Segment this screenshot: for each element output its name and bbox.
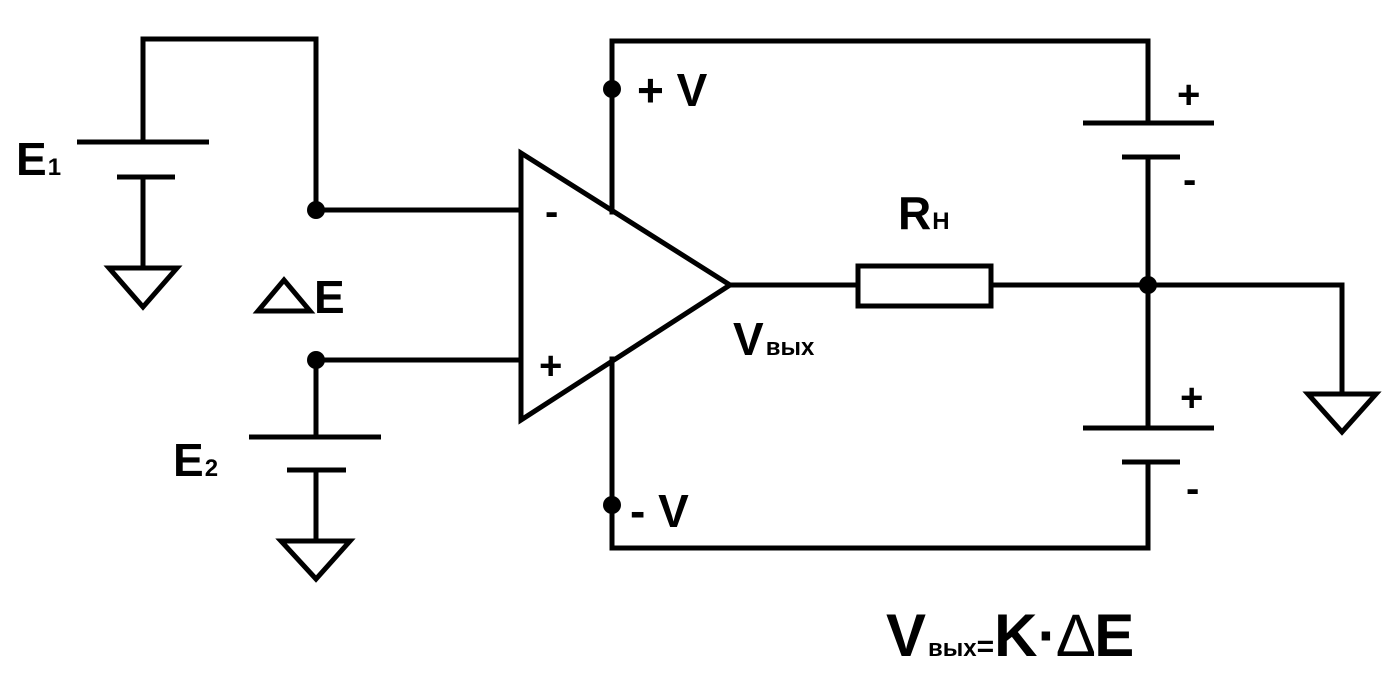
battery-top-minus-label: - bbox=[1183, 158, 1196, 202]
positive-supply-label: + V bbox=[637, 64, 708, 116]
ground-icon bbox=[103, 265, 183, 311]
battery-bottom-plus-label: + bbox=[1180, 376, 1203, 420]
load-resistor bbox=[855, 263, 994, 309]
node-dot bbox=[307, 201, 325, 219]
opamp-minus-label: - bbox=[545, 190, 558, 234]
opamp: - + bbox=[518, 148, 735, 425]
source-e1 bbox=[77, 36, 319, 311]
vout-label: Vвых bbox=[733, 313, 815, 365]
positive-supply-wire bbox=[609, 38, 1151, 215]
delta-icon bbox=[252, 276, 316, 314]
source-e2 bbox=[249, 357, 381, 583]
opamp-triangle-icon bbox=[518, 148, 735, 425]
ground-icon bbox=[1302, 391, 1382, 436]
ground-wire bbox=[1145, 282, 1345, 397]
node-dot bbox=[603, 496, 621, 514]
battery-bottom-minus-label: - bbox=[1186, 467, 1199, 511]
node-dot bbox=[603, 80, 621, 98]
opamp-plus-label: + bbox=[539, 344, 562, 388]
node-dot bbox=[307, 351, 325, 369]
negative-supply-wire bbox=[609, 356, 1151, 551]
ground-icon bbox=[275, 538, 356, 583]
supply-battery-bottom: + - bbox=[1083, 376, 1214, 511]
gain-formula: Vвых=K·∆E bbox=[886, 602, 1134, 669]
e1-top-wire bbox=[140, 36, 319, 213]
supply-battery-top: + - bbox=[1083, 73, 1214, 202]
delta-e-label: E bbox=[314, 271, 345, 323]
negative-supply-label: - V bbox=[630, 485, 689, 537]
battery-top-plus-label: + bbox=[1177, 73, 1200, 117]
e2-label: E2 bbox=[173, 434, 218, 486]
e1-label: E1 bbox=[16, 133, 61, 185]
load-resistor-label: RН bbox=[898, 187, 950, 239]
